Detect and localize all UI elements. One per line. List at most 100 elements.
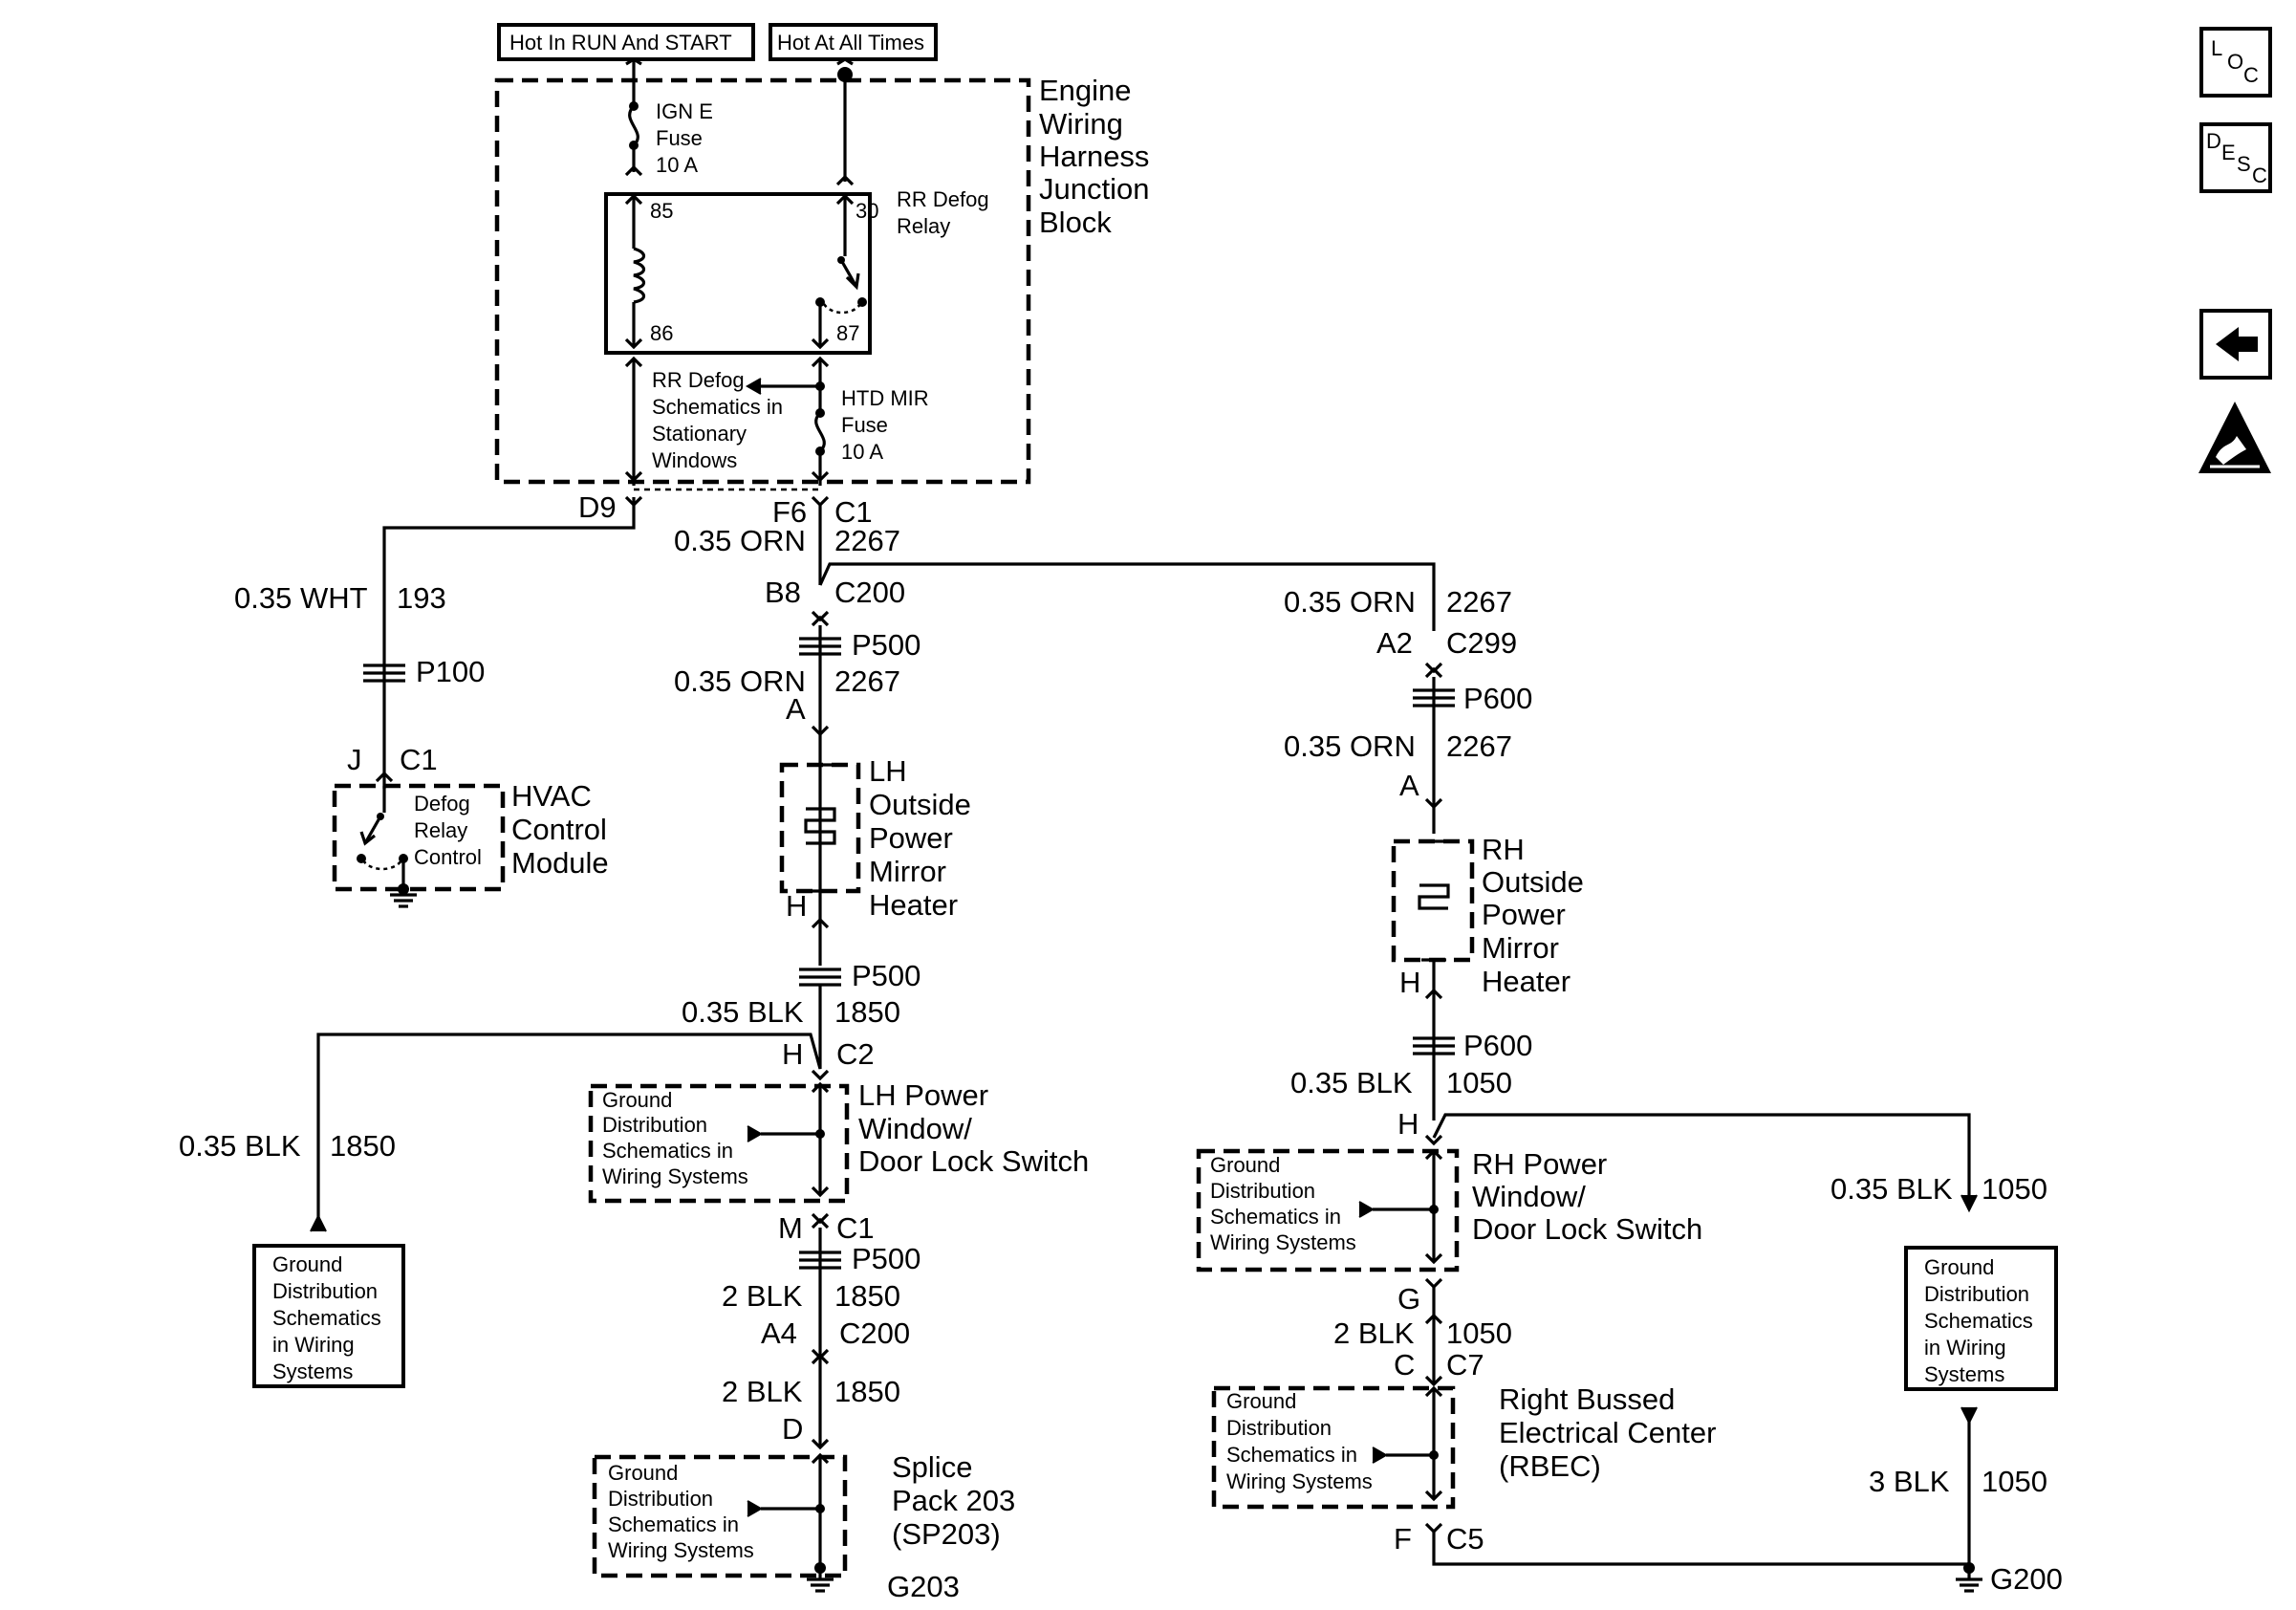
ground-ref-right-4: in Wiring (1924, 1336, 2006, 1360)
pin-85: 85 (650, 199, 673, 223)
sp203-label-2: Pack 203 (892, 1484, 1015, 1517)
m-c1-c1: C1 (836, 1211, 875, 1245)
rr-defog-ref-1: RR Defog (652, 368, 745, 392)
pin-h-lh: H (786, 889, 807, 923)
pin-h-rh: H (1399, 966, 1420, 999)
blk3-1050-circuit: 1050 (1982, 1465, 2047, 1498)
g203-ground-icon (807, 1568, 834, 1593)
rr-defog-ref-arrow (745, 378, 762, 395)
c299-label: C299 (1446, 626, 1517, 660)
a4-label: A4 (761, 1316, 797, 1350)
ground-ref-rhsw-4: Wiring Systems (1210, 1230, 1356, 1254)
orn-2267-a-circuit: 2267 (834, 524, 900, 557)
ground-ref-rhsw-1: Ground (1210, 1153, 1280, 1177)
junction-block-title-5: Block (1039, 206, 1112, 239)
junction-block-title-1: Engine (1039, 74, 1132, 107)
loc-letter-o: O (2227, 50, 2243, 74)
relay-coil-icon (633, 247, 646, 304)
pin-87: 87 (836, 321, 859, 345)
loc-button[interactable]: L O C (2199, 27, 2272, 98)
p100-label: P100 (416, 655, 485, 688)
f-label: F (1394, 1522, 1412, 1556)
ign-fuse-icon (628, 104, 639, 147)
rr-defog-ref-3: Stationary (652, 422, 747, 446)
rbec-label-2: Electrical Center (1499, 1416, 1716, 1449)
orn-2267-r1-color: 0.35 ORN (1284, 585, 1416, 619)
ground-ref-rbec-1: Ground (1226, 1389, 1296, 1413)
lh-heater-2: Outside (869, 788, 971, 821)
rbec-outline (1211, 1385, 1456, 1510)
orn-2267-a-color: 0.35 ORN (674, 524, 806, 557)
ground-ref-rbec-2: Distribution (1226, 1416, 1332, 1440)
ground-ref-rhsw-3: Schematics in (1210, 1205, 1341, 1229)
lh-switch-2: Window/ (858, 1112, 972, 1145)
htd-fuse-label-1: HTD MIR (841, 386, 929, 410)
junction-block-title-4: Junction (1039, 172, 1149, 206)
lh-switch-3: Door Lock Switch (858, 1144, 1089, 1178)
m-c1-m: M (778, 1211, 803, 1245)
lh-heater-5: Heater (869, 888, 958, 922)
ground-ref-right-2: Distribution (1924, 1282, 2029, 1306)
p600-b-label: P600 (1463, 1029, 1532, 1062)
orn-2267-b-circuit: 2267 (834, 664, 900, 698)
ground-ref-rbec-4: Wiring Systems (1226, 1469, 1373, 1493)
sp203-label-3: (SP203) (892, 1517, 1001, 1551)
defog-ctrl-1: Defog (414, 792, 470, 816)
ground-ref-box-right[interactable] (1904, 1246, 2058, 1391)
pin-h-rsw: H (1397, 1107, 1419, 1141)
c1-hvac-label: C1 (400, 743, 438, 776)
hvac-label-2: Control (511, 813, 607, 846)
blk3-1050-color: 3 BLK (1869, 1465, 1950, 1498)
d9-label: D9 (578, 490, 617, 524)
c-label: C (1394, 1348, 1415, 1382)
b8-label: B8 (765, 576, 801, 609)
ground-ref-sp203-4: Wiring Systems (608, 1538, 754, 1562)
rh-heater-5: Heater (1482, 965, 1570, 998)
c200-b-label: C200 (839, 1316, 910, 1350)
pin-86: 86 (650, 321, 673, 345)
wht-193-circuit: 193 (397, 581, 446, 615)
desc-letter-c: C (2252, 163, 2267, 187)
htd-mir-fuse-icon (814, 411, 826, 453)
orn-2267-r1-circuit: 2267 (1446, 585, 1512, 619)
rh-heater-4: Mirror (1482, 931, 1559, 965)
blk2-1850-a-color: 2 BLK (722, 1279, 803, 1313)
ign-fuse-label-2: Fuse (656, 126, 703, 150)
ign-fuse-label-3: 10 A (656, 153, 698, 177)
pin-a-lh: A (786, 692, 806, 726)
loc-letter-l: L (2211, 36, 2222, 60)
p500-a-label: P500 (852, 628, 921, 662)
ground-ref-box-left[interactable] (252, 1244, 405, 1388)
h-c2-h: H (782, 1037, 803, 1071)
pin-a-rh: A (1399, 769, 1419, 802)
p600-connector-b (1413, 1036, 1455, 1055)
blk-1050-b-circuit: 1050 (1982, 1172, 2047, 1206)
defog-control-switch-icon (363, 816, 382, 844)
p500-connector-b (799, 968, 841, 987)
sp203-outline (592, 1454, 848, 1578)
desc-button[interactable]: D E S C (2199, 122, 2272, 193)
blk-1850-a-color: 0.35 BLK (682, 995, 804, 1029)
junction-block-outline (494, 77, 1031, 485)
rh-heater-3: Power (1482, 898, 1566, 931)
rbec-label-1: Right Bussed (1499, 1382, 1675, 1416)
hot-all-times-box (769, 23, 938, 61)
sp203-label-1: Splice (892, 1450, 972, 1484)
p500-connector-a (799, 637, 841, 656)
p600-a-label: P600 (1463, 682, 1532, 715)
back-arrow-icon[interactable] (2199, 309, 2272, 380)
rh-mirror-heater-outline (1391, 838, 1475, 963)
blk2-1050-color: 2 BLK (1333, 1316, 1415, 1350)
hvac-label-3: Module (511, 846, 609, 880)
ign-fuse-label-1: IGN E (656, 99, 713, 123)
pin-g: G (1397, 1282, 1420, 1316)
defog-ctrl-2: Relay (414, 818, 467, 842)
lh-switch-1: LH Power (858, 1078, 988, 1112)
c7-label: C7 (1446, 1348, 1484, 1382)
hot-run-start-label: Hot In RUN And START (509, 31, 732, 54)
ground-ref-sp203-2: Distribution (608, 1487, 713, 1511)
j-label: J (347, 743, 362, 776)
p100-connector (363, 664, 405, 683)
htd-fuse-label-3: 10 A (841, 440, 883, 464)
